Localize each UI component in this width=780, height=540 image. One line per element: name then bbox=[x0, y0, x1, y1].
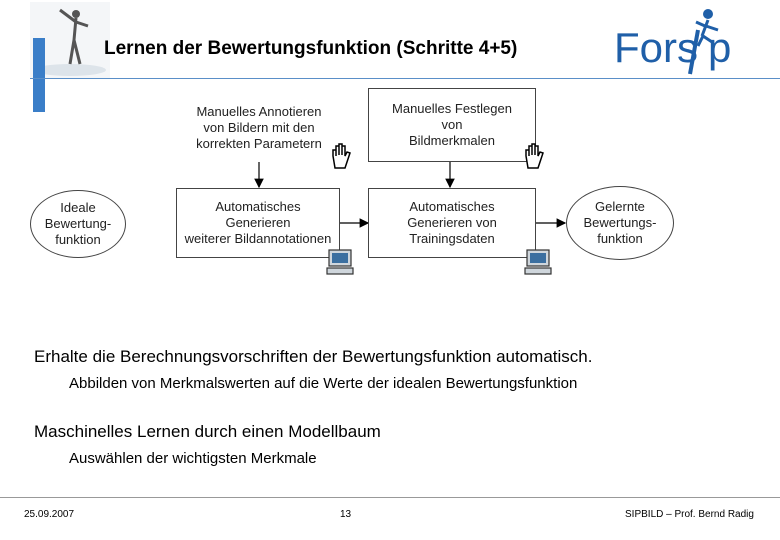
node-ideal-function: Ideale Bewertung- funktion bbox=[30, 190, 126, 258]
bullet-2: Maschinelles Lernen durch einen Modellba… bbox=[34, 422, 381, 442]
node-auto-training: Automatisches Generieren von Trainingsda… bbox=[368, 188, 536, 258]
footer-author: SIPBILD – Prof. Bernd Radig bbox=[625, 509, 754, 520]
hand-icon bbox=[522, 142, 546, 170]
node-manual-features: Manuelles Festlegen von Bildmerkmalen bbox=[368, 88, 536, 162]
footer-date: 25.09.2007 bbox=[24, 509, 74, 520]
computer-icon bbox=[326, 248, 354, 276]
node-auto-annotations: Automatisches Generieren weiterer Bildan… bbox=[176, 188, 340, 258]
hand-icon bbox=[329, 142, 353, 170]
bullet-1: Erhalte die Berechnungsvorschriften der … bbox=[34, 347, 592, 367]
node-manual-annotate: Manuelles Annotieren von Bildern mit den… bbox=[176, 96, 342, 160]
node-learned-function: Gelernte Bewertungs- funktion bbox=[566, 186, 674, 260]
bullet-1-sub: Abbilden von Merkmalswerten auf die Wert… bbox=[69, 375, 577, 392]
footer-divider bbox=[0, 497, 780, 498]
computer-icon bbox=[524, 248, 552, 276]
bullet-2-sub: Auswählen der wichtigsten Merkmale bbox=[69, 450, 317, 467]
footer-page-number: 13 bbox=[340, 509, 351, 520]
